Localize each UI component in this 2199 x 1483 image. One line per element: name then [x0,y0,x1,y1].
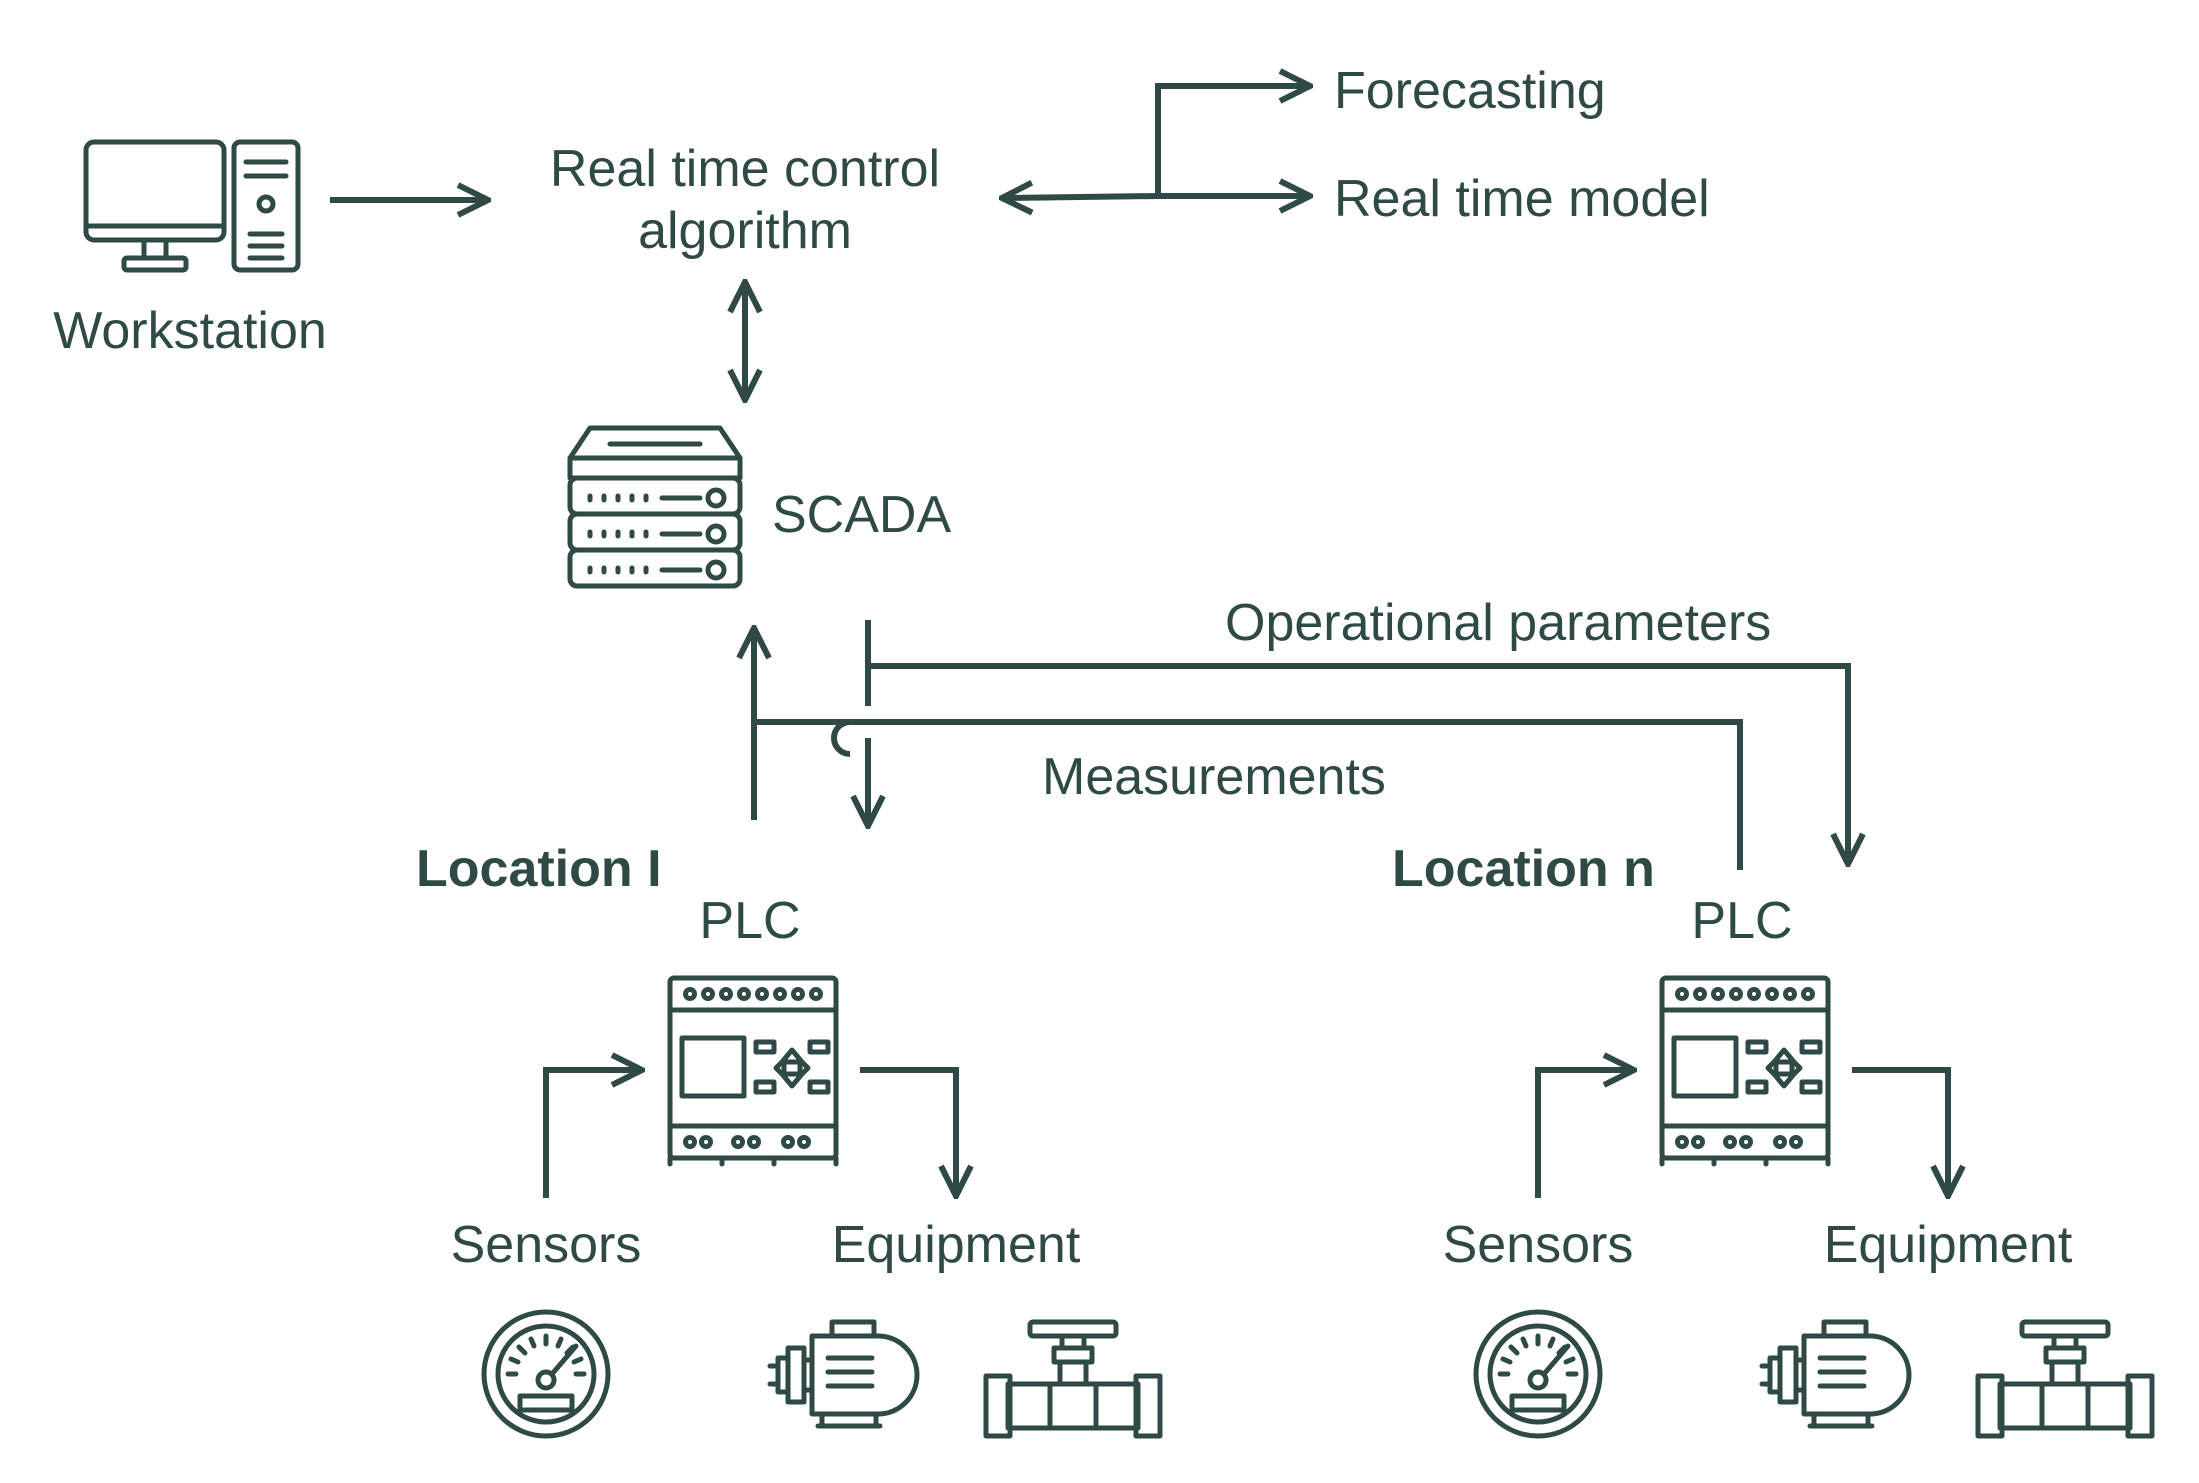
operational-parameters-label: Operational parameters [1225,594,1771,652]
operational-parameters-to-location-n-arrow [868,663,1848,864]
real-time-model-label: Real time model [1334,170,1710,228]
location-1-sensors-label: Sensors [451,1216,642,1274]
gauge-icon [1476,1312,1600,1436]
gauge-icon [484,1312,608,1436]
valve-icon [986,1322,1160,1436]
algorithm-label-line2: algorithm [638,202,852,260]
workstation-label: Workstation [53,302,327,360]
location-n-sensors-label: Sensors [1443,1216,1634,1274]
algorithm-label-line1: Real time control [550,140,940,198]
location-1-title: Location I [416,840,662,898]
location-n-title: Location n [1392,840,1655,898]
plc-icon [670,978,836,1164]
server-icon [570,428,740,586]
location-n: Location n PLC Sensors Equipment [1392,840,2152,1436]
location-n-plc-label: PLC [1691,892,1792,950]
forecasting-label: Forecasting [1334,62,1606,120]
location-n-equipment-label: Equipment [1824,1216,2073,1274]
algorithm-output-bus [1002,196,1159,198]
location-1-equipment-label: Equipment [832,1216,1081,1274]
scada-node: SCADA [570,428,951,586]
plc-icon [1662,978,1828,1164]
algorithm-node: Real time control algorithm [550,140,940,260]
workstation-icon [86,142,298,270]
location-1: Location I PLC Sensors Equipment [416,840,1160,1436]
workstation-node: Workstation [53,142,327,360]
location-1-sensors-to-plc-arrow [543,1070,642,1198]
forecasting-arrow [1155,86,1310,196]
location-n-sensors-to-plc-arrow [1535,1070,1634,1198]
measurements-label: Measurements [1042,748,1386,806]
location-1-plc-label: PLC [699,892,800,950]
scada-label: SCADA [772,486,951,544]
motor-icon [770,1322,917,1426]
motor-icon [1762,1322,1909,1426]
valve-icon [1978,1322,2152,1436]
location-1-plc-to-equipment-arrow [860,1067,956,1196]
measurements-line [754,719,1743,870]
location-n-plc-to-equipment-arrow [1852,1067,1948,1196]
